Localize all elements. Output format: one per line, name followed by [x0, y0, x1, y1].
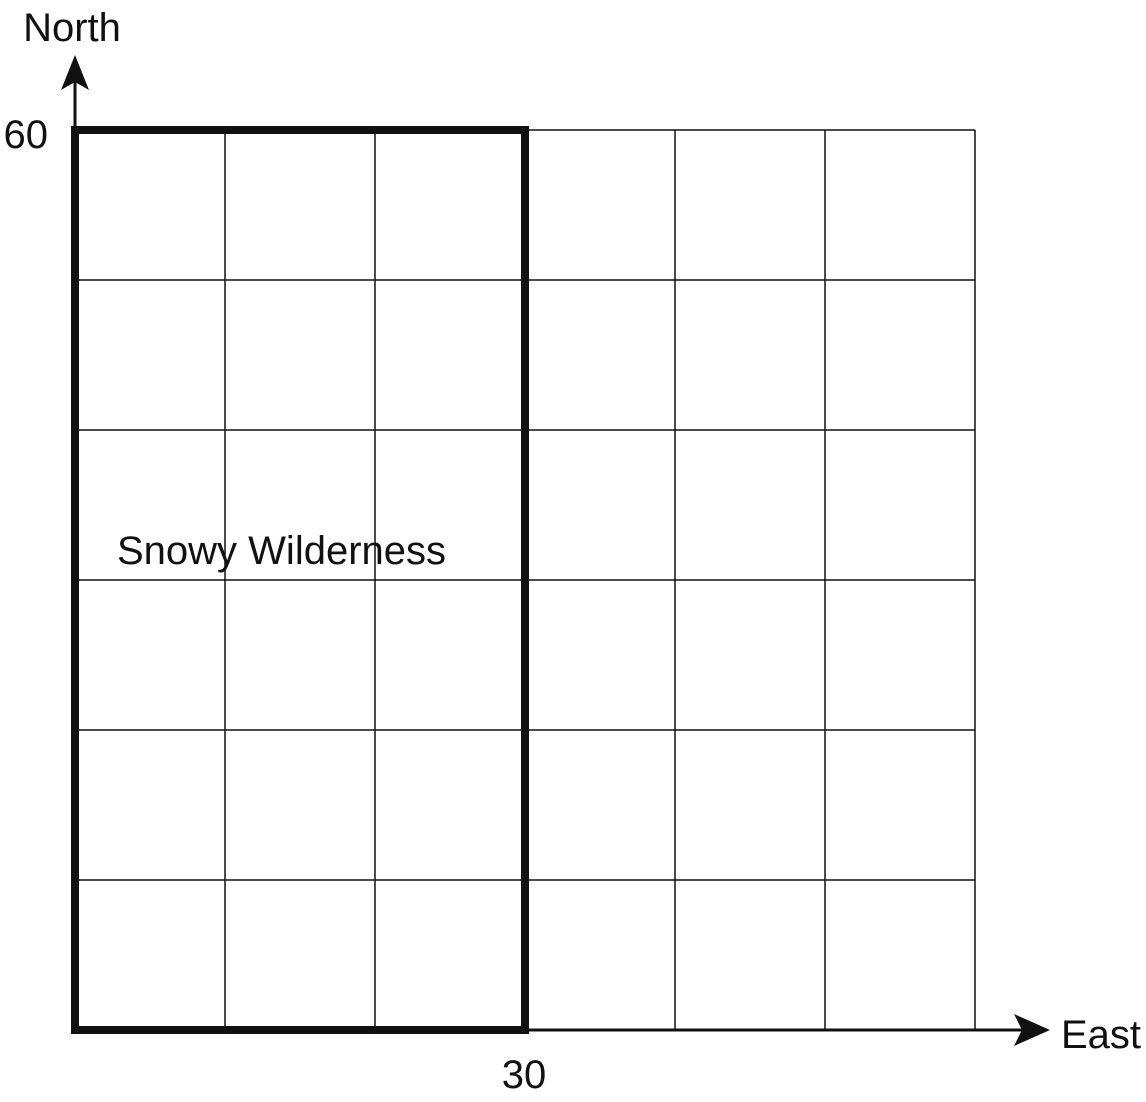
y-axis-label: North	[23, 6, 121, 50]
x-axis-label: East	[1061, 1013, 1141, 1057]
y-axis	[61, 55, 89, 1030]
east-arrowhead-icon	[1014, 1014, 1050, 1046]
y-tick-label: 60	[4, 113, 49, 157]
region-label: Snowy Wilderness	[117, 529, 446, 573]
x-axis	[75, 1014, 1050, 1046]
x-tick-label: 30	[502, 1053, 547, 1097]
north-arrowhead-icon	[61, 55, 89, 90]
